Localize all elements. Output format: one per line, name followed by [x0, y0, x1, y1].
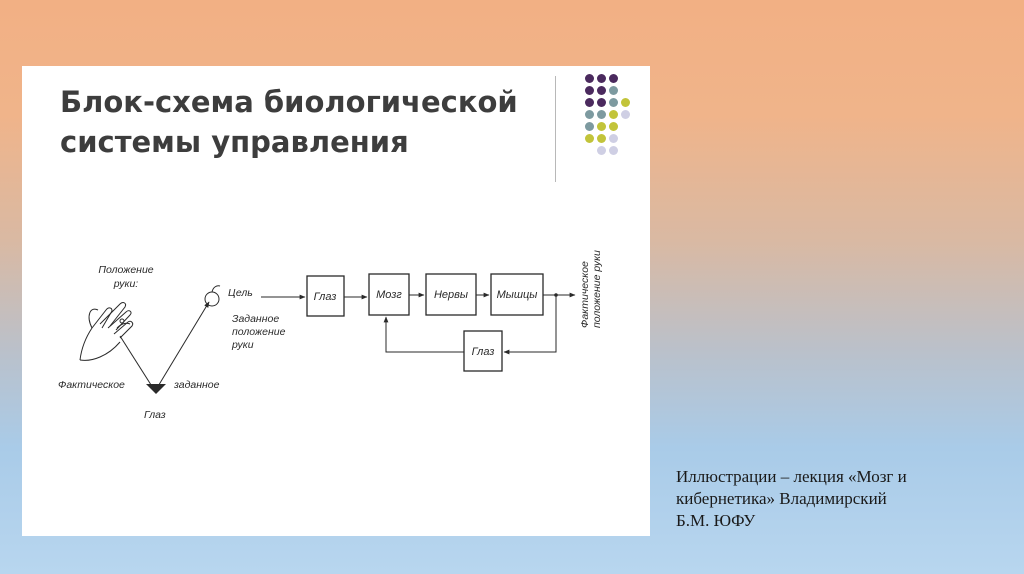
block-eye-label: Глаз: [314, 291, 337, 303]
label-output-1: Фактическое: [579, 261, 591, 328]
block-eye: Глаз: [307, 276, 344, 316]
label-goal: Цель: [228, 287, 253, 299]
label-target: заданное: [173, 379, 220, 391]
credit-caption: Иллюстрации – лекция «Мозг и кибернетика…: [676, 466, 976, 532]
block-nerves-label: Нервы: [434, 289, 468, 301]
feedback-line-out: [386, 317, 464, 352]
label-eye: Глаз: [144, 409, 166, 421]
caption-line-3: Б.М. ЮФУ: [676, 510, 976, 532]
label-set-position-2: положение: [232, 326, 286, 338]
label-output-2: положение руки: [591, 250, 603, 328]
slide-card: Блок-схема биологической системы управле…: [22, 66, 650, 536]
label-hand-position-1: Положение: [98, 264, 153, 276]
block-feedback-eye-label: Глаз: [472, 346, 495, 358]
label-actual: Фактическое: [58, 379, 125, 391]
label-hand-position-2: руки:: [113, 278, 139, 290]
caption-line-1: Иллюстрации – лекция «Мозг и: [676, 466, 976, 488]
block-nerves: Нервы: [426, 274, 476, 315]
hand-illustration: [80, 303, 133, 361]
label-set-position-1: Заданное: [232, 313, 279, 325]
block-muscles: Мышцы: [491, 274, 543, 315]
target-icon: [205, 286, 220, 306]
block-feedback-eye: Глаз: [464, 331, 502, 371]
sight-line-target: [157, 302, 209, 388]
eye-icon: [146, 384, 166, 394]
block-brain-label: Мозг: [376, 289, 402, 301]
sight-line-actual: [120, 336, 153, 388]
block-brain: Мозг: [369, 274, 409, 315]
block-muscles-label: Мышцы: [497, 289, 538, 301]
label-set-position-3: руки: [231, 339, 254, 351]
caption-line-2: кибернетика» Владимирский: [676, 488, 976, 510]
block-diagram: Положение руки: Фактическое заданное Гла…: [22, 66, 650, 536]
